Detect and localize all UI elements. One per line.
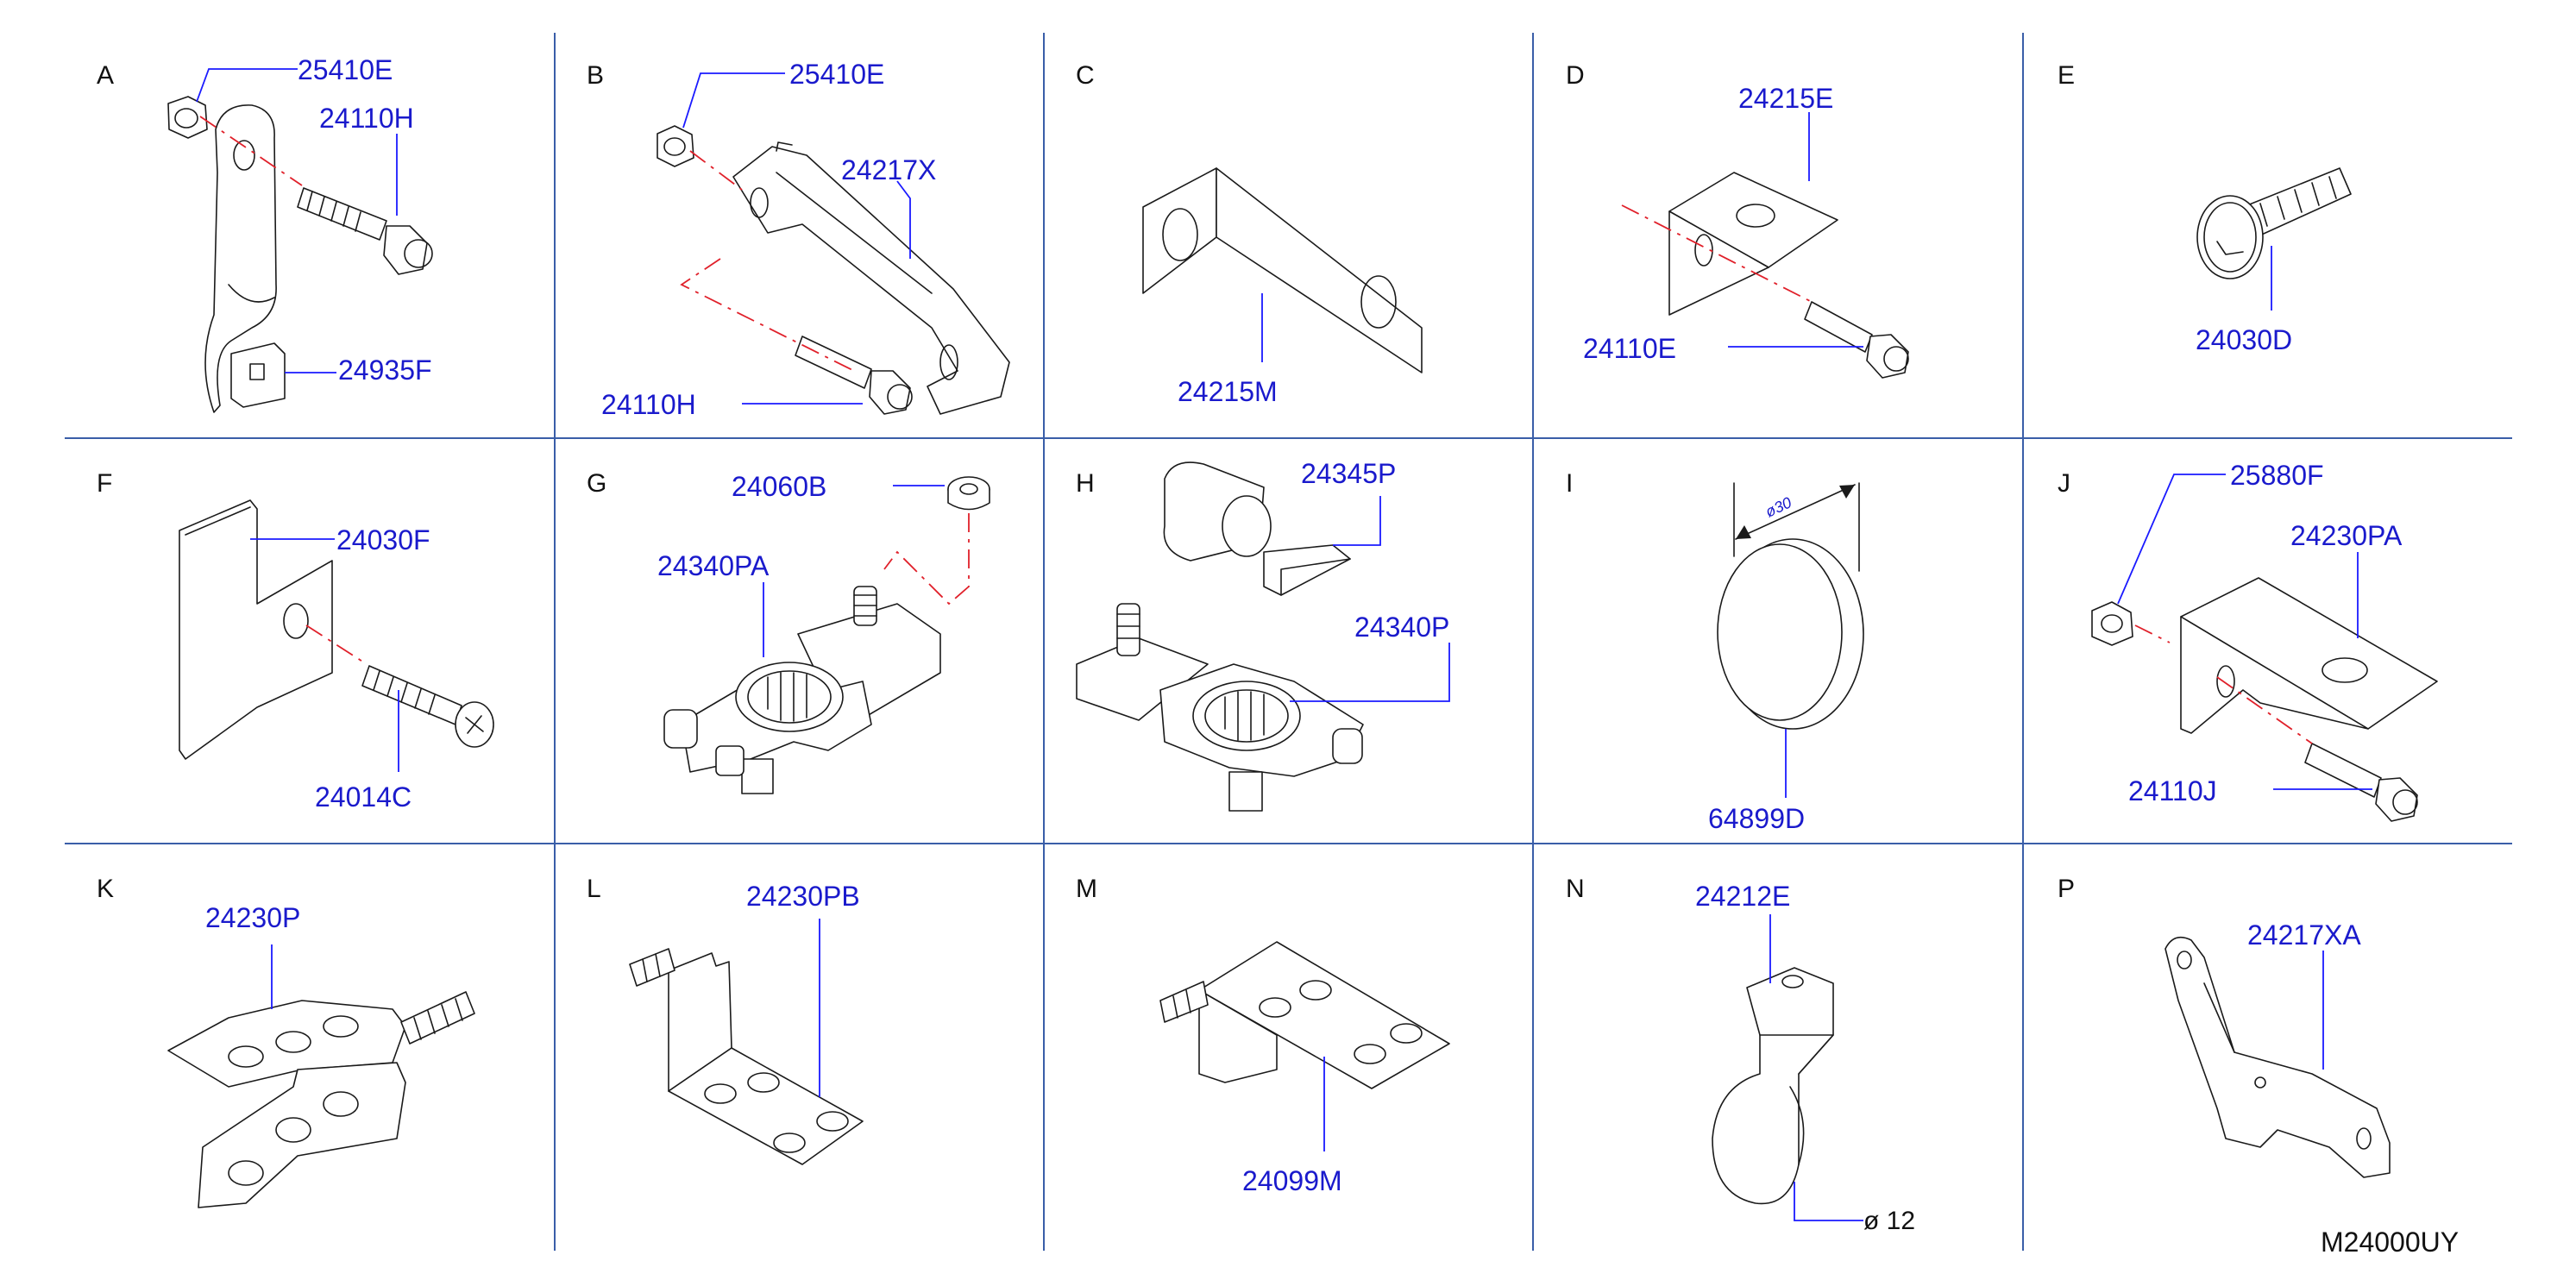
leader-dimension-n xyxy=(1794,1182,1863,1221)
bus-bar-illustration-k xyxy=(167,991,475,1208)
assembly-axis-g xyxy=(883,513,970,605)
leader-24345p xyxy=(1333,496,1381,546)
panel-e: E 24030D xyxy=(2058,61,2352,355)
part-number-24345p: 24345P xyxy=(1301,458,1396,489)
panel-letter-c: C xyxy=(1076,61,1095,90)
panel-j: J 25880F 24230PA 24110J xyxy=(2058,460,2438,822)
assembly-axis-j xyxy=(2134,624,2313,744)
leader-25410e xyxy=(196,68,298,103)
terminal-cap-illustration xyxy=(1163,461,1351,596)
bolt-illustration-d xyxy=(1804,301,1909,379)
leader-24217x xyxy=(896,180,911,259)
part-number-24014c: 24014C xyxy=(315,781,412,813)
angle-bracket-illustration-d xyxy=(1668,172,1838,316)
panel-c: C 24215M xyxy=(1076,61,1423,407)
panel-letter-n: N xyxy=(1566,875,1585,903)
part-number-24110j: 24110J xyxy=(2128,775,2217,806)
panel-g: G 24060B 24340PA xyxy=(587,469,990,794)
leader-24340p xyxy=(1290,643,1450,702)
panel-letter-i: I xyxy=(1566,469,1573,498)
part-number-24110h-b: 24110H xyxy=(601,389,696,420)
ground-strap-illustration xyxy=(204,104,277,413)
panel-grid xyxy=(65,33,2512,1251)
part-number-25410e: 25410E xyxy=(298,54,393,85)
nut-illustration xyxy=(167,96,208,139)
screw-illustration-f xyxy=(361,665,494,748)
cap-illustration xyxy=(1717,482,1864,730)
panel-letter-g: G xyxy=(587,469,606,498)
bracket-illustration xyxy=(732,141,1010,415)
part-number-24217x: 24217X xyxy=(841,154,936,185)
dimension-label-i: ø30 xyxy=(1762,493,1794,520)
nut-illustration-b xyxy=(657,125,694,167)
part-number-24340p: 24340P xyxy=(1354,612,1449,643)
part-number-24030d: 24030D xyxy=(2196,324,2292,355)
bolt-illustration-b xyxy=(795,336,913,415)
part-number-24230p: 24230P xyxy=(205,902,300,933)
part-number-24215m: 24215M xyxy=(1178,376,1278,407)
part-number-24230pb: 24230PB xyxy=(746,881,860,912)
assembly-axis-f xyxy=(305,624,368,665)
battery-terminal-illustration-h xyxy=(1076,603,1364,812)
figure-code: M24000UY xyxy=(2321,1227,2459,1258)
panel-letter-h: H xyxy=(1076,469,1095,498)
clip-illustration xyxy=(2196,167,2352,279)
cover-plate-illustration xyxy=(179,499,333,760)
bus-bar-illustration-l xyxy=(629,948,864,1165)
panel-f: F 24030F 24014C xyxy=(97,469,494,813)
bolt-illustration xyxy=(297,187,433,275)
angle-bracket-illustration-j xyxy=(2180,577,2438,734)
panel-m: M 24099M xyxy=(1076,875,1450,1196)
part-number-24230pa: 24230PA xyxy=(2290,520,2403,551)
part-number-24212e: 24212E xyxy=(1695,881,1790,912)
part-number-24099m: 24099M xyxy=(1242,1165,1342,1196)
panel-letter-f: F xyxy=(97,469,112,498)
dimension-label-n: ø 12 xyxy=(1863,1207,1915,1235)
part-number-24030f: 24030F xyxy=(336,524,430,555)
panel-letter-p: P xyxy=(2058,875,2075,903)
panel-p: P 24217XA xyxy=(2058,875,2391,1178)
panel-h: H 24345P 24340P xyxy=(1076,458,1450,812)
panel-k: K 24230P xyxy=(97,875,475,1208)
part-number-24110e: 24110E xyxy=(1583,333,1676,364)
panel-letter-b: B xyxy=(587,61,604,90)
bus-bar-illustration-m xyxy=(1159,941,1450,1089)
leader-25410e-b xyxy=(682,72,785,129)
panel-letter-l: L xyxy=(587,875,601,903)
panel-letter-k: K xyxy=(97,875,114,903)
part-number-24215e: 24215E xyxy=(1738,83,1833,114)
panel-letter-a: A xyxy=(97,61,114,90)
part-number-64899d: 64899D xyxy=(1708,803,1805,834)
panel-i: I ø30 64899D xyxy=(1566,469,1864,834)
panel-l: L 24230PB xyxy=(587,875,864,1165)
panel-d: D 24215E 24110E xyxy=(1566,61,1909,379)
cable-clamp-illustration xyxy=(1712,967,1834,1205)
terminal-block-illustration xyxy=(230,342,286,408)
panel-letter-d: D xyxy=(1566,61,1585,90)
bracket-illustration-p xyxy=(2164,936,2391,1178)
panel-letter-e: E xyxy=(2058,61,2075,90)
part-number-25410e-b: 25410E xyxy=(789,59,884,90)
part-number-24340pa: 24340PA xyxy=(657,550,770,581)
part-number-24110h: 24110H xyxy=(319,103,414,134)
panel-a: A 25410E 24110H 24935F xyxy=(97,54,433,413)
bolt-illustration-j xyxy=(2304,743,2418,822)
nut-illustration-j xyxy=(2091,601,2133,646)
angle-bracket-illustration xyxy=(1142,167,1423,373)
part-number-25880f: 25880F xyxy=(2230,460,2324,491)
battery-terminal-illustration xyxy=(663,586,941,794)
leader-25880f xyxy=(2117,474,2226,605)
assembly-axis-b xyxy=(680,150,855,372)
part-number-24060b: 24060B xyxy=(732,471,826,502)
nut-illustration-g xyxy=(947,476,990,511)
panel-n: N 24212E ø 12 xyxy=(1566,875,1915,1235)
part-number-24935f: 24935F xyxy=(338,355,432,386)
panel-b: B 25410E 24217X 24110H xyxy=(587,59,1010,420)
panel-letter-m: M xyxy=(1076,875,1097,903)
part-number-24217xa: 24217XA xyxy=(2247,919,2361,951)
panel-letter-j: J xyxy=(2058,469,2070,498)
